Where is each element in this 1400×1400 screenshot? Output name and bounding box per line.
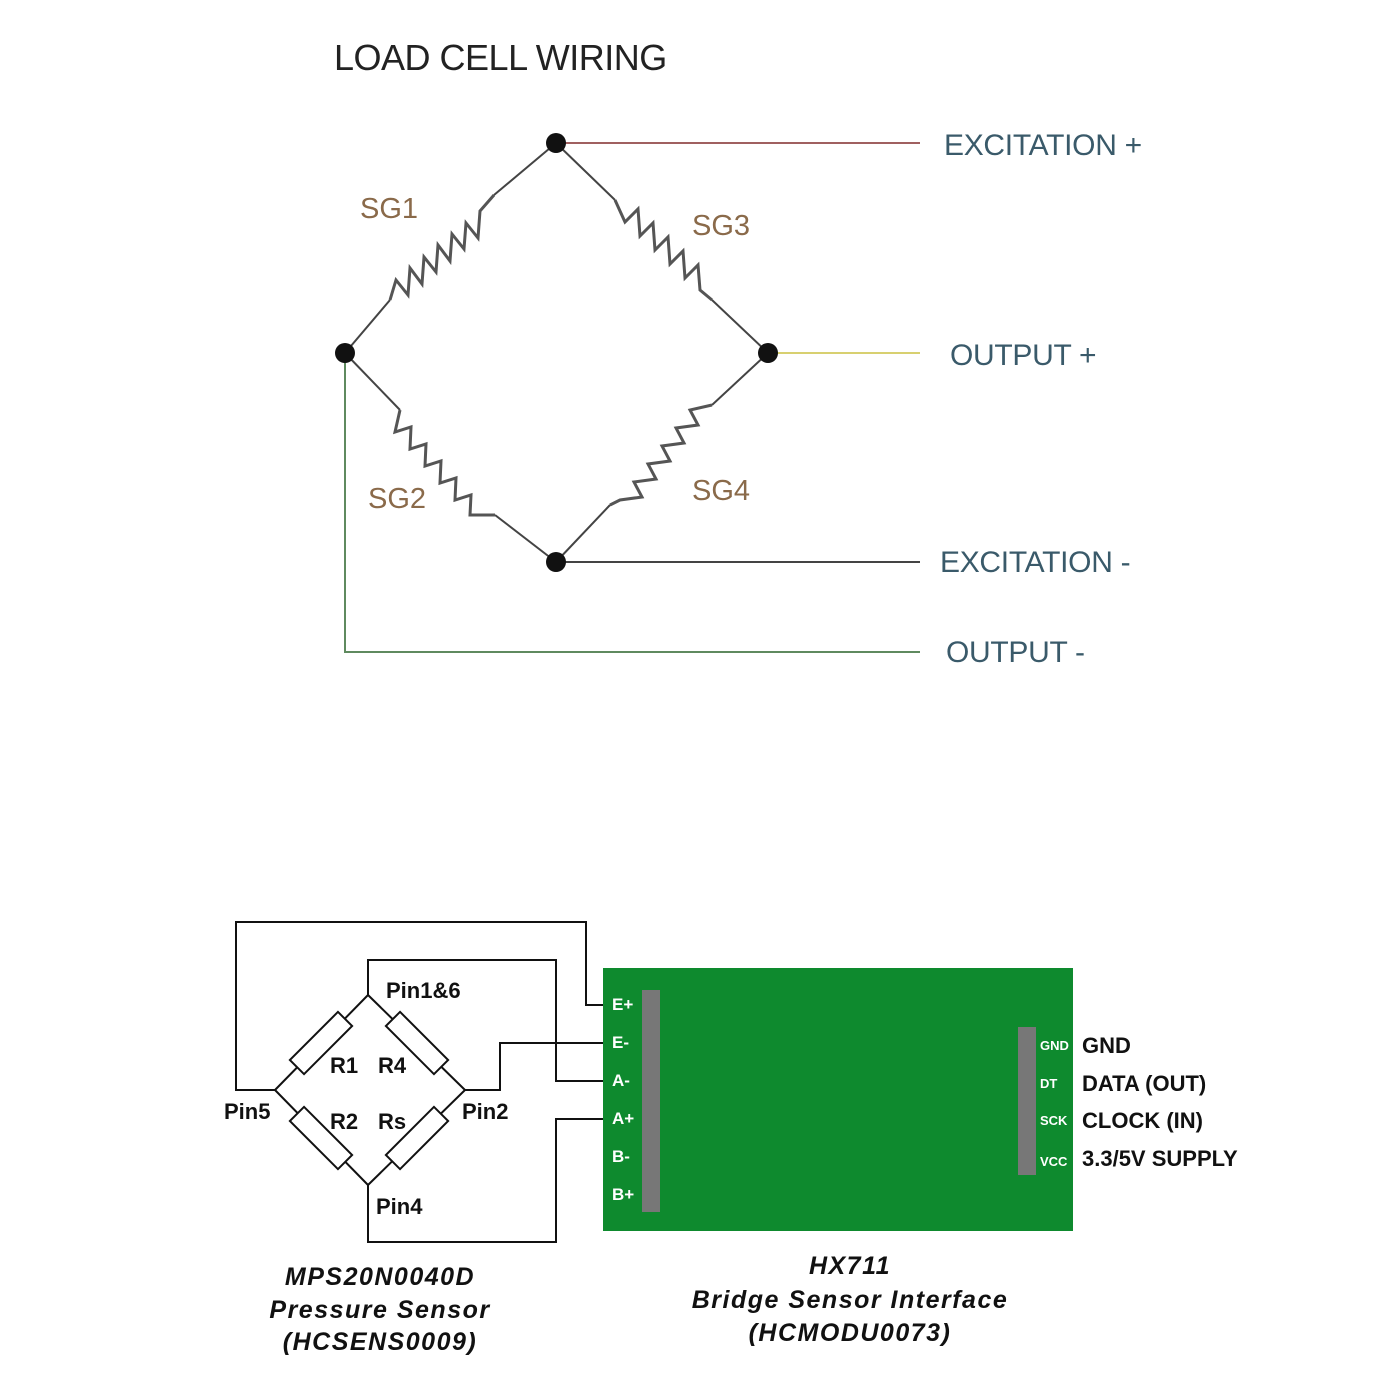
sensor-wires	[235, 921, 603, 1243]
gnd-label: GND	[1082, 1033, 1131, 1058]
rs-resistor	[384, 1105, 450, 1171]
supply-label: 3.3/5V SUPPLY	[1082, 1146, 1238, 1171]
load-cell-title: LOAD CELL WIRING	[334, 37, 667, 78]
pin-sck: SCK	[1040, 1113, 1068, 1128]
data-out-label: DATA (OUT)	[1082, 1071, 1206, 1096]
output-negative-wire	[344, 353, 920, 653]
r4-resistor	[384, 1010, 450, 1076]
hx711-wiring-diagram: E+ E- A- A+ B- B+ GND DT SCK VCC GND DAT…	[224, 921, 1238, 1356]
pin-vcc: VCC	[1040, 1154, 1068, 1169]
sensor-caption-line1: MPS20N0040D	[285, 1263, 475, 1291]
wire-pin5-e-plus	[235, 921, 603, 1091]
left-node	[335, 343, 355, 363]
hx711-caption-line2: Bridge Sensor Interface	[692, 1286, 1009, 1314]
sensor-caption-line2: Pressure Sensor	[269, 1296, 490, 1324]
sensor-caption-line3: (HCSENS0009)	[283, 1328, 477, 1356]
strain-gauge-coils	[388, 194, 713, 517]
output-positive-label: OUTPUT +	[950, 339, 1096, 372]
r4-label: R4	[378, 1053, 407, 1078]
pin5-label: Pin5	[224, 1099, 270, 1124]
sg2-coil	[392, 409, 495, 517]
rs-label: Rs	[378, 1109, 406, 1134]
excitation-negative-label: EXCITATION -	[940, 546, 1130, 579]
output-negative-label: OUTPUT -	[946, 636, 1085, 669]
sg3-label: SG3	[692, 210, 750, 242]
hx711-caption-line3: (HCMODU0073)	[749, 1319, 952, 1347]
hx711-board	[603, 968, 1073, 1231]
pin-a-minus: A-	[612, 1071, 630, 1090]
r2-resistor	[288, 1105, 354, 1171]
pin-e-minus: E-	[612, 1033, 629, 1052]
excitation-positive-label: EXCITATION +	[944, 129, 1142, 162]
pin-b-minus: B-	[612, 1147, 630, 1166]
sg1-coil	[388, 194, 496, 301]
r2-label: R2	[330, 1109, 358, 1134]
wire-pin2-e-minus	[465, 1042, 603, 1091]
pin2-label: Pin2	[462, 1099, 508, 1124]
hx711-caption-line1: HX711	[809, 1252, 891, 1280]
pin-e-plus: E+	[612, 995, 633, 1014]
hx711-right-header	[1018, 1027, 1036, 1175]
pin-dt: DT	[1040, 1076, 1057, 1091]
pin1-6-label: Pin1&6	[386, 978, 461, 1003]
sensor-bridge	[274, 994, 466, 1186]
bridge-wires	[344, 142, 769, 563]
pin-gnd: GND	[1040, 1038, 1069, 1053]
sg3-coil	[613, 199, 713, 302]
hx711-left-header	[642, 990, 660, 1212]
pin4-label: Pin4	[376, 1194, 423, 1219]
clock-in-label: CLOCK (IN)	[1082, 1108, 1203, 1133]
wire-pin1-a-minus	[367, 959, 603, 1082]
pin-a-plus: A+	[612, 1109, 634, 1128]
r1-label: R1	[330, 1053, 358, 1078]
sg1-label: SG1	[360, 193, 418, 225]
sensor-resistors	[288, 1010, 450, 1171]
sg4-coil	[609, 403, 713, 507]
right-node	[758, 343, 778, 363]
sg4-label: SG4	[692, 475, 750, 507]
r1-resistor	[288, 1010, 354, 1076]
sg2-label: SG2	[368, 483, 426, 515]
wire-pin4-a-plus	[367, 1118, 603, 1243]
load-cell-diagram: LOAD CELL WIRING	[334, 37, 1142, 669]
pin-b-plus: B+	[612, 1185, 634, 1204]
bottom-node	[546, 552, 566, 572]
top-node	[546, 133, 566, 153]
